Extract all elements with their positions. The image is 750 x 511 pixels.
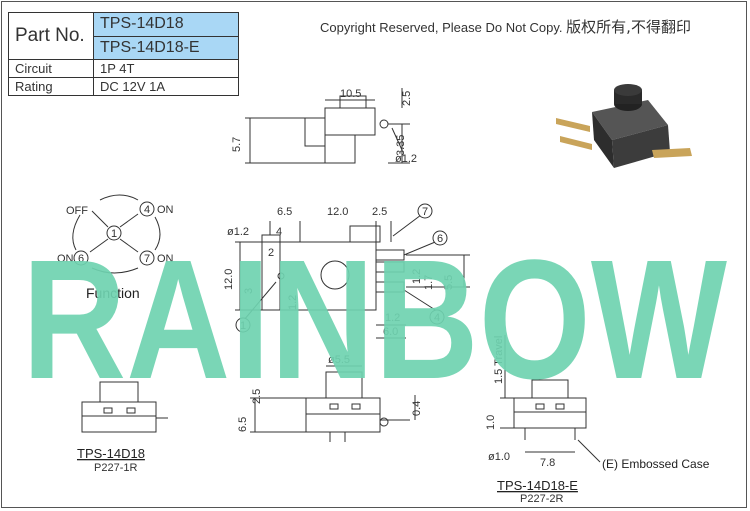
dim-7-8: 7.8: [540, 457, 555, 469]
front-view-a: [81, 381, 168, 433]
rating-label: Rating: [8, 77, 94, 96]
pin-1-marker: [235, 317, 251, 333]
embossed-case-label: (E) Embossed Case: [602, 457, 710, 471]
dim-3-35: 3.35: [395, 135, 407, 156]
pos-4: 4: [144, 204, 150, 216]
pin-1: 1: [240, 320, 246, 332]
dim-3: 3: [243, 288, 255, 294]
dim-pin-1-0: ø1.0: [488, 451, 510, 463]
pin-6: 6: [437, 233, 443, 245]
dim-1-2-a: 1.2: [287, 295, 299, 310]
dim-6-5-front: 6.5: [237, 417, 249, 432]
pin-7-marker: [417, 203, 433, 219]
dim-5-7: 5.7: [231, 137, 243, 152]
dim-hole-pcb: ø1.2: [227, 226, 249, 238]
dim-travel: 1.5 Travel: [493, 336, 505, 384]
dim-2-5-front: 2.5: [251, 389, 263, 404]
product-photo: [556, 84, 692, 168]
rainbow-watermark: RAINBOW: [22, 225, 727, 415]
model-b-label: TPS-14D18-E: [497, 478, 578, 493]
dim-12-0-v: 12.0: [223, 269, 235, 290]
copyright-en: Copyright Reserved, Please Do Not Copy.: [320, 20, 563, 35]
dim-diameter-5-5: ø5.5: [328, 354, 350, 366]
dim-5-5: 5.5: [443, 275, 455, 290]
side-view-top: [245, 88, 410, 164]
spec-table: Part No. TPS-14D18 TPS-14D18-E Circuit 1…: [8, 12, 239, 96]
function-title: Function: [86, 285, 140, 301]
pin-4: 4: [434, 312, 440, 324]
dim-1-0: 1.0: [485, 415, 497, 430]
front-view-b: [250, 365, 416, 442]
pos-6-state: ON: [57, 253, 74, 265]
pos-6: 6: [78, 253, 84, 265]
pin-6-marker: [432, 230, 448, 246]
dim-2-5-pcb: 2.5: [372, 206, 387, 218]
part-number-1: TPS-14D18: [93, 12, 239, 37]
dim-12-0: 12.0: [327, 206, 348, 218]
pcb-view: [235, 211, 470, 339]
pos-4-state: ON: [157, 204, 174, 216]
dim-hole-1-2: ø1.2: [395, 153, 417, 165]
e-view: [500, 335, 601, 463]
copyright-cn: 版权所有,不得翻印: [566, 18, 691, 36]
dim-4: 4: [276, 226, 282, 238]
pos-7-state: ON: [157, 253, 174, 265]
model-b-code: P227-2R: [520, 493, 563, 505]
model-a-label: TPS-14D18: [77, 446, 145, 461]
off-label: OFF: [66, 205, 88, 217]
pos-7: 7: [144, 253, 150, 265]
pin-7: 7: [422, 206, 428, 218]
circuit-label: Circuit: [8, 59, 94, 78]
dim-1-2-b: 1.2: [411, 269, 423, 284]
pos-center: 1: [111, 228, 117, 240]
dim-2-5-top: 2.5: [401, 91, 413, 106]
model-a-code: P227-1R: [94, 462, 137, 474]
dim-6-0: 6.0: [383, 326, 398, 338]
copyright-notice: Copyright Reserved, Please Do Not Copy. …: [320, 16, 691, 37]
rating-value: DC 12V 1A: [93, 77, 239, 96]
pin-4-marker: [429, 309, 445, 325]
dim-0-4: 0.4: [411, 401, 423, 416]
dim-2: 2: [268, 247, 274, 259]
dim-1-2-c: 1.2: [385, 312, 400, 324]
function-diagram: [72, 194, 161, 274]
dim-6-5: 6.5: [277, 206, 292, 218]
dim-1-7: 1.7: [423, 275, 435, 290]
dim-10-5: 10.5: [340, 88, 361, 100]
